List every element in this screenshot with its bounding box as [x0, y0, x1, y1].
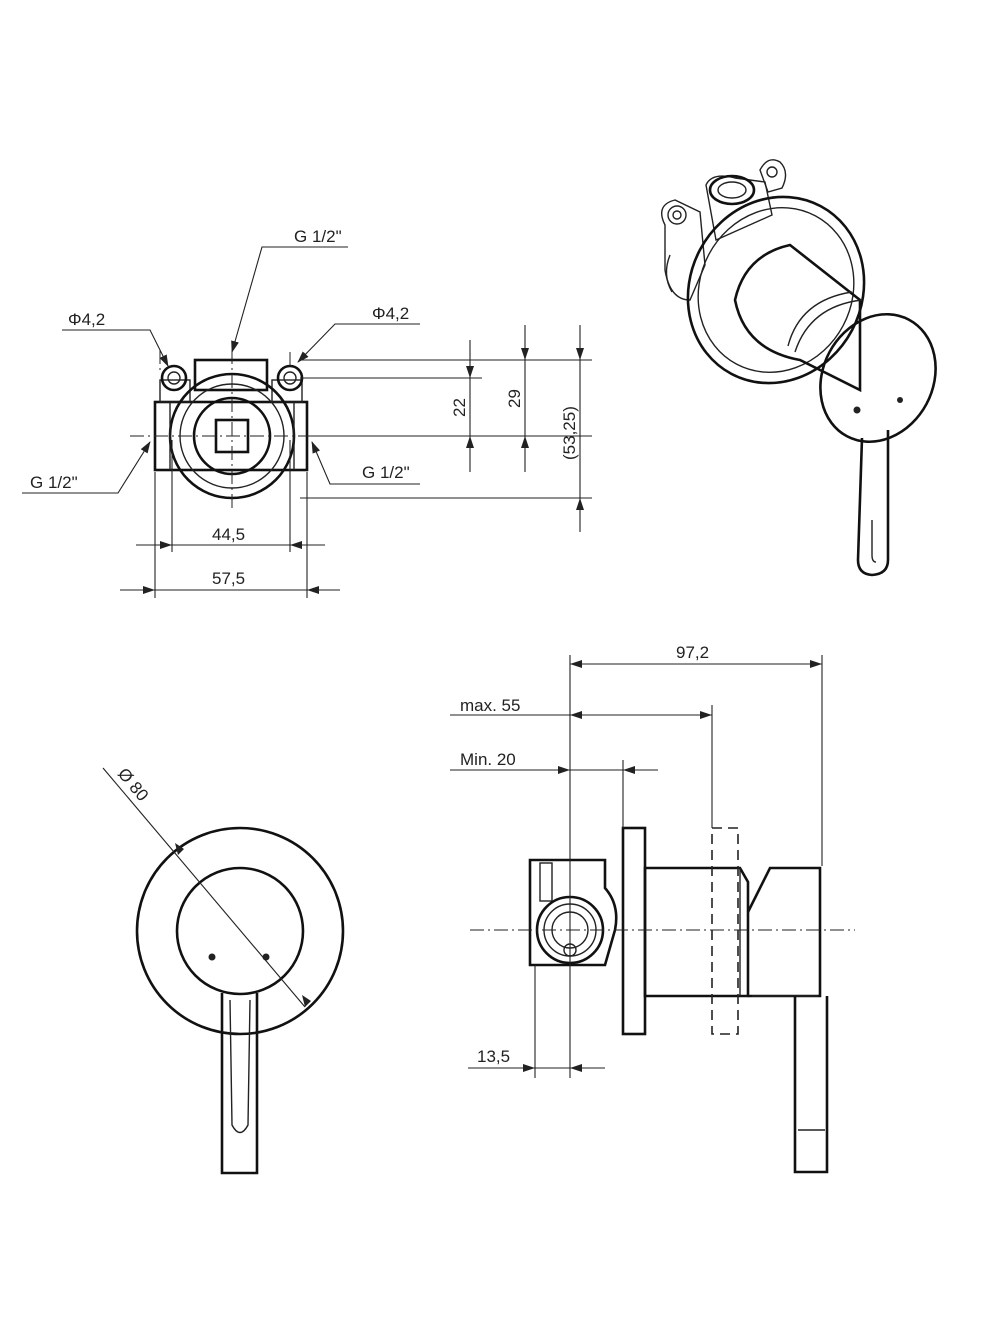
dim-97-2-text: 97,2 — [676, 643, 709, 662]
isometric-view — [661, 159, 937, 577]
label-g-right: G 1/2" — [362, 463, 410, 482]
iso-lever — [856, 430, 890, 577]
mounting-hole-left — [160, 364, 188, 392]
dimension-max-55: max. 55 — [450, 696, 712, 719]
dim-max-text: max. 55 — [460, 696, 520, 715]
extension-lines-side — [534, 655, 823, 1078]
dimension-97-2: 97,2 — [570, 643, 822, 668]
cover-view: Ø 80 — [102, 764, 345, 1175]
iso-cover-plate — [686, 195, 866, 385]
label-g-left: G 1/2" — [30, 473, 78, 492]
mounting-hole-right — [276, 364, 304, 392]
dimension-diameter-80: Ø 80 — [102, 764, 311, 1008]
leader-g-top: G 1/2" — [231, 227, 348, 353]
leader-g-left: G 1/2" — [22, 441, 151, 494]
side-box — [528, 858, 618, 967]
dimension-44-5: 44,5 — [136, 440, 325, 552]
dimension-57-5: 57,5 — [120, 472, 340, 598]
label-phi-right: Φ4,2 — [372, 304, 409, 323]
dim-22-text: 22 — [450, 398, 469, 417]
dimension-29: 29 — [505, 325, 529, 472]
front-view: G 1/2" Φ4,2 Φ4,2 G 1/2" G 1/2" 2 — [22, 227, 592, 598]
dim-29-text: 29 — [505, 389, 524, 408]
label-g-top: G 1/2" — [294, 227, 342, 246]
iso-box — [661, 159, 787, 301]
dimension-min-20: Min. 20 — [450, 750, 658, 774]
side-view: 97,2 max. 55 Min. 20 13,5 — [450, 643, 855, 1174]
cover-lever — [220, 993, 259, 1175]
dim-13-5-text: 13,5 — [477, 1047, 510, 1066]
leader-g-right: G 1/2" — [311, 441, 420, 485]
side-body — [643, 866, 750, 998]
side-max-outline — [711, 827, 739, 1035]
leader-phi-left: Φ4,2 — [62, 310, 169, 367]
iso-handle-body — [733, 243, 937, 444]
side-cover-plate — [621, 826, 647, 1036]
dimension-22: 22 — [450, 340, 474, 472]
extension-lines-right — [300, 359, 592, 499]
label-phi-left: Φ4,2 — [68, 310, 105, 329]
dimension-53-25: (53,25) — [560, 325, 584, 532]
dim-53-25-text: (53,25) — [560, 406, 579, 460]
dim-diameter-text: Ø 80 — [114, 764, 152, 804]
leader-phi-right: Φ4,2 — [297, 304, 420, 363]
dimension-13-5: 13,5 — [468, 1047, 605, 1072]
dim-44-5-text: 44,5 — [212, 525, 245, 544]
dim-min-text: Min. 20 — [460, 750, 516, 769]
side-handle — [746, 866, 829, 1174]
dim-57-5-text: 57,5 — [212, 569, 245, 588]
